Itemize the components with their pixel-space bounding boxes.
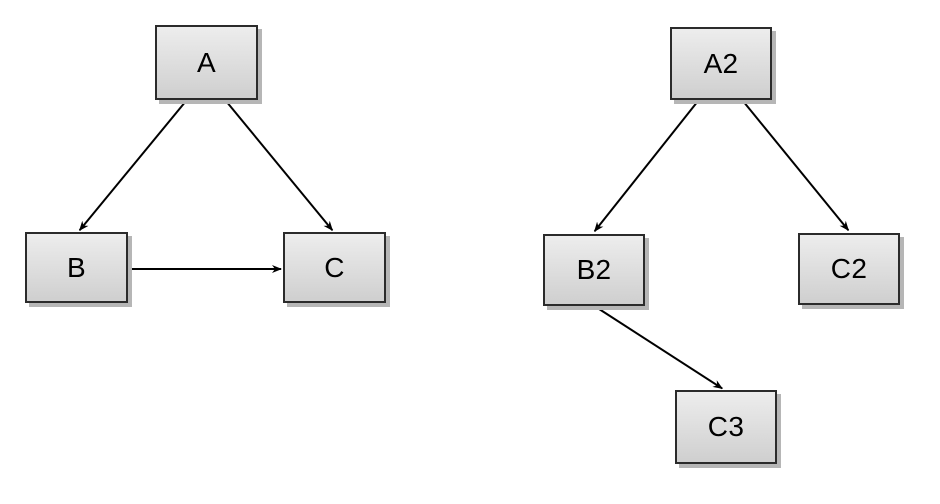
node-label: B2: [576, 254, 612, 285]
node-label: C3: [707, 411, 745, 442]
node-label: A: [197, 46, 216, 78]
node-a2[interactable]: A2: [670, 27, 772, 100]
node-b2[interactable]: B2: [543, 234, 645, 306]
edge-b2-to-c3: [595, 306, 724, 390]
edge-a2-to-c2: [742, 100, 850, 231]
edge-a-to-c: [225, 100, 334, 232]
node-label: C2: [830, 253, 868, 284]
node-label: A2: [703, 47, 739, 79]
node-c2[interactable]: C2: [798, 233, 900, 305]
node-c[interactable]: C: [283, 232, 386, 303]
edge-a-to-b: [78, 100, 187, 232]
node-label: B: [67, 251, 86, 283]
node-b[interactable]: B: [25, 232, 128, 303]
node-label: C: [324, 251, 345, 283]
node-a[interactable]: A: [155, 25, 258, 100]
node-c3[interactable]: C3: [675, 390, 777, 464]
edges-group: [78, 100, 850, 390]
edge-a2-to-b2: [593, 100, 699, 232]
